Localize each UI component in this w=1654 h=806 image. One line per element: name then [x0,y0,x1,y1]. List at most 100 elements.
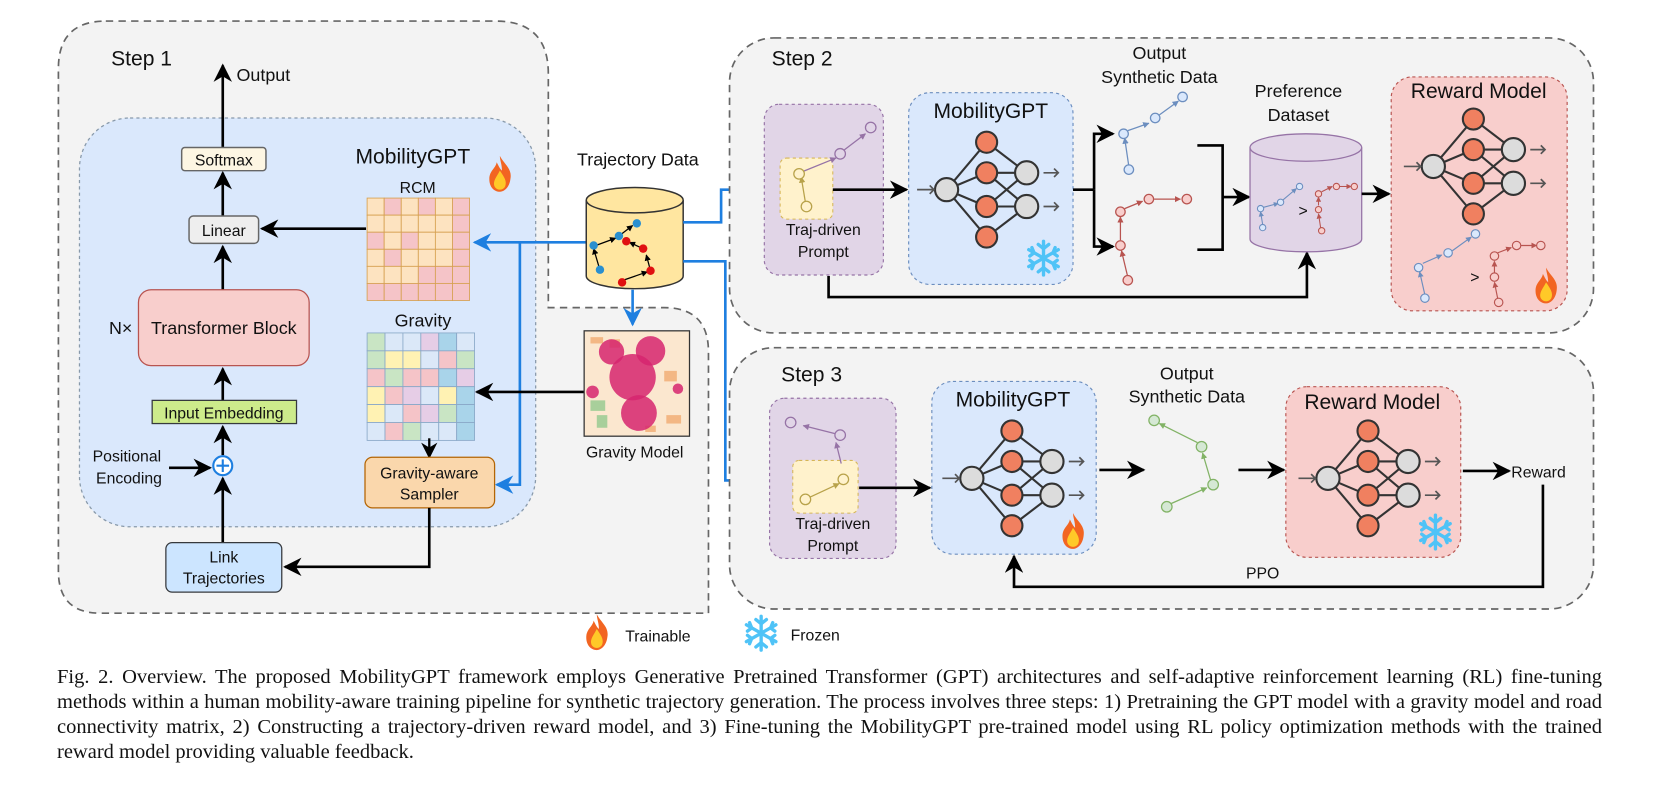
matrix-cell [456,350,475,370]
preference-line1: Preference [1255,81,1343,101]
linear-box [188,215,260,245]
matrix-cell [438,350,458,370]
input-embedding-box [151,399,298,425]
matrix-cell [400,265,419,284]
matrix-cell [417,282,436,301]
trainable-flame-icon [586,614,608,651]
matrix-cell [434,248,453,267]
step3-reward-title: Reward Model [1304,391,1440,414]
softmax-box [180,146,267,172]
matrix-cell [452,197,470,216]
matrix-cell [366,231,385,250]
rcm-matrix [366,197,470,301]
step2-title: Step 2 [772,47,833,70]
matrix-cell [434,265,453,284]
matrix-cell [383,248,402,267]
step3-output-line1: Output [1160,363,1214,383]
matrix-cell [384,332,404,352]
matrix-cell [417,197,436,216]
matrix-cell [384,350,404,370]
matrix-cell [384,386,404,406]
matrix-cell [420,368,440,388]
matrix-cell [452,231,470,250]
matrix-cell [456,332,475,352]
matrix-cell [402,404,422,423]
synthetic-trajectory-blue [1118,91,1188,176]
matrix-cell [384,368,404,388]
link-trajectories-line2: Trajectories [183,571,265,588]
matrix-cell [383,214,402,233]
softmax-label: Softmax [195,152,253,169]
matrix-cell [420,350,440,370]
matrix-cell [417,214,436,233]
matrix-cell [366,422,386,441]
matrix-cell [420,332,440,352]
step3-model-title: MobilityGPT [956,389,1071,412]
step3-output-line2: Synthetic Data [1129,386,1245,406]
matrix-cell [366,368,386,388]
sampler-line1: Gravity-aware [380,465,479,482]
matrix-cell [420,404,440,423]
trajectory-data-label: Trajectory Data [577,149,699,169]
matrix-cell [402,332,422,352]
step2-output-line1: Output [1133,43,1187,63]
matrix-cell [366,350,386,370]
matrix-cell [438,386,458,406]
matrix-cell [438,404,458,423]
step2-model-title: MobilityGPT [933,100,1048,123]
sampler-line2: Sampler [400,486,459,503]
step3-prompt-line1: Traj-driven [795,516,870,533]
link-trajectories-box [165,541,283,593]
matrix-cell [402,368,422,388]
gravity-matrix [366,332,475,441]
matrix-cell [366,248,385,267]
matrix-cell [366,265,385,284]
step1-title: Step 1 [111,47,172,70]
preference-comparison-symbol: > [1298,203,1307,220]
ppo-label: PPO [1246,565,1279,582]
legend-trainable: Trainable [625,629,690,646]
link-trajectories-line1: Link [209,550,238,567]
matrix-cell [417,265,436,284]
matrix-cell [417,248,436,267]
transformer-block-label: Transformer Block [151,318,297,338]
matrix-cell [438,368,458,388]
step2-prompt-line2: Prompt [798,244,850,261]
step1-panel: Step 1 MobilityGPT Output Softmax Linear… [57,20,710,615]
matrix-cell [434,197,453,216]
step3-reward-model-box [1285,386,1462,558]
step3-prompt-line2: Prompt [807,538,859,555]
matrix-cell [456,422,475,441]
matrix-cell [417,231,436,250]
matrix-cell [400,214,419,233]
matrix-cell [402,386,422,406]
reward-output-label: Reward [1511,464,1565,481]
matrix-cell [402,350,422,370]
preference-dataset-cylinder: > [1249,133,1363,253]
matrix-cell [438,332,458,352]
matrix-cell [400,282,419,301]
gravity-model-label: Gravity Model [586,444,683,461]
step2-reward-model-box [1390,76,1568,312]
frozen-snowflake-icon [744,614,778,652]
step2-output-line2: Synthetic Data [1101,67,1217,87]
step2-panel: Step 2 Traj-driven Prompt MobilityGPT Ou… [728,37,1595,334]
matrix-cell [456,386,475,406]
matrix-cell [400,197,419,216]
matrix-cell [383,231,402,250]
positional-encoding-line2: Encoding [96,471,162,488]
rcm-label: RCM [400,180,436,197]
matrix-cell [366,386,386,406]
matrix-cell [366,282,385,301]
step1-model-title: MobilityGPT [356,145,471,168]
matrix-cell [456,368,475,388]
figure-caption: Fig. 2. Overview. The proposed MobilityG… [57,666,1602,763]
matrix-cell [384,404,404,423]
matrix-cell [366,214,385,233]
gravity-label: Gravity [395,311,452,331]
matrix-cell [434,282,453,301]
input-embedding-label: Input Embedding [164,405,283,422]
legend: Trainable Frozen [586,614,840,652]
trajectory-data-store: Trajectory Data [577,149,699,327]
